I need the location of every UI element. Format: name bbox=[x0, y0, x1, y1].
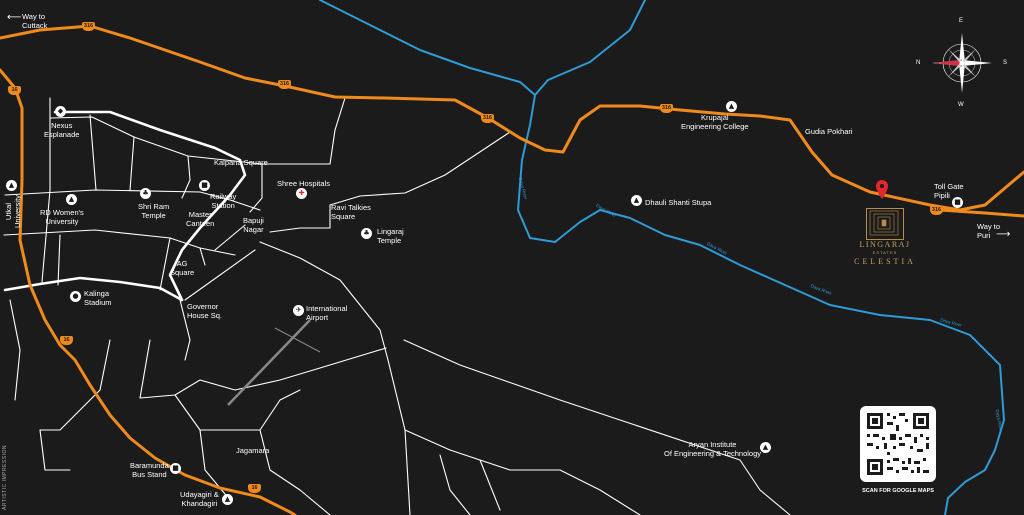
arrow-right-icon: ⟶ bbox=[996, 229, 1011, 240]
temple-icon: ♣ bbox=[140, 188, 151, 199]
label-aryan-institute: Aryan Institute Of Engineering & Technol… bbox=[664, 440, 762, 458]
bus-icon: ■ bbox=[170, 463, 181, 474]
highways bbox=[0, 24, 1024, 515]
airplane-icon: ✈ bbox=[293, 305, 304, 316]
nh-shield-316: 316 bbox=[481, 114, 494, 123]
nh-shield-16: 16 bbox=[248, 484, 261, 493]
compass-rose bbox=[932, 33, 992, 93]
qr-code-pattern bbox=[867, 413, 929, 475]
local-roads bbox=[3, 97, 791, 515]
college-icon: ▲ bbox=[726, 101, 737, 112]
arrow-left-icon: ⟵ bbox=[7, 12, 22, 23]
nh-shield-16: 16 bbox=[8, 86, 21, 95]
label-shri-ram-temple: Shri Ram Temple bbox=[138, 202, 170, 220]
project-name: CELESTIA bbox=[854, 257, 916, 266]
hospital-icon: ✚ bbox=[296, 188, 307, 199]
compass-south: S bbox=[1003, 60, 1008, 66]
brand-name: LINGARAJ bbox=[859, 240, 911, 249]
train-icon: ■ bbox=[199, 180, 210, 191]
label-gudia-pokhari: Gudia Pokhari bbox=[805, 127, 853, 136]
label-bapuji-nagar: Bapuji Nagar bbox=[243, 216, 264, 234]
nh-shield-316: 316 bbox=[930, 206, 943, 215]
label-kalinga-stadium: Kalinga Stadium bbox=[84, 289, 112, 307]
qr-caption: SCAN FOR GOOGLE MAPS bbox=[862, 488, 934, 494]
compass-west: W bbox=[958, 102, 964, 108]
university-icon: ▲ bbox=[66, 194, 77, 205]
nh-shield-316: 316 bbox=[278, 80, 291, 89]
airport-runway bbox=[227, 319, 321, 406]
label-rd-womens-university: RD Women's University bbox=[40, 208, 84, 226]
nh-shield-316: 316 bbox=[82, 22, 95, 31]
label-krupajal-engineering-college: Krupajal Engineering College bbox=[681, 113, 749, 131]
lingaraj-logo-emblem bbox=[869, 210, 899, 236]
way-to-puri: Way to Puri bbox=[977, 222, 1001, 240]
ring-roads bbox=[3, 110, 247, 302]
label-dhauli-shanti-stupa: Dhauli Shanti Stupa bbox=[645, 198, 712, 207]
nh-shield-16: 16 bbox=[60, 336, 73, 345]
monument-icon: ▲ bbox=[222, 494, 233, 505]
label-jagamara: Jagamara bbox=[236, 446, 270, 455]
college-icon: ▲ bbox=[760, 442, 771, 453]
university-icon: ▲ bbox=[6, 180, 17, 191]
compass-north: N bbox=[916, 60, 921, 66]
label-toll-gate-pipili: Toll Gate Pipili bbox=[934, 182, 964, 200]
label-baramunda-bus-stand: Baramunda Bus Stand bbox=[130, 461, 169, 479]
stupa-icon: ▲ bbox=[631, 195, 642, 206]
way-to-cuttack: Way to Cuttack bbox=[22, 12, 48, 30]
label-lingaraj-temple: Lingaraj Temple bbox=[377, 227, 404, 245]
label-ravi-talkies-square: Ravi Talkies Square bbox=[331, 203, 371, 221]
label-utkal-university: Utkal University bbox=[4, 195, 22, 228]
label-nexus-esplanade: Nexus Esplanade bbox=[44, 121, 80, 139]
nh-shield-316: 316 bbox=[660, 104, 673, 113]
label-udayagiri-khandagiri: Udayagiri & Khandagiri bbox=[180, 490, 219, 508]
label-ag-square: AG Square bbox=[170, 259, 195, 277]
stadium-icon: ● bbox=[70, 291, 81, 302]
label-master-canteen: Master Canteen bbox=[186, 210, 215, 228]
toll-gate-icon: ■ bbox=[952, 197, 963, 208]
label-shree-hospitals: Shree Hospitals bbox=[277, 179, 330, 188]
rivers bbox=[319, 0, 1005, 515]
label-kalpana-square: Kalpana Square bbox=[214, 158, 268, 167]
logo-frame bbox=[866, 208, 904, 240]
temple-icon: ♣ bbox=[361, 228, 372, 239]
brand-sub: ESTATES bbox=[872, 250, 898, 255]
label-international-airport: International Airport bbox=[306, 304, 348, 322]
mall-icon: ◆ bbox=[55, 106, 66, 117]
compass-east: E bbox=[959, 18, 964, 24]
project-location-marker[interactable] bbox=[876, 180, 888, 199]
label-governor-house-sq: Governor House Sq. bbox=[187, 302, 223, 320]
artistic-impression-note: ARTISTIC IMPRESSION bbox=[2, 445, 8, 510]
label-railway-station: Railway Station bbox=[210, 192, 237, 210]
